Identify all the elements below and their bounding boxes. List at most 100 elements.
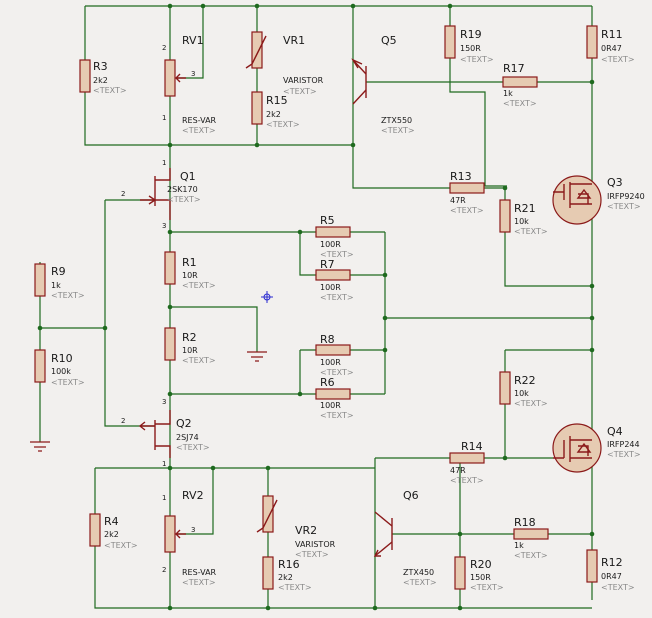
resistor-r4[interactable]	[89, 513, 101, 547]
svg-text:ZTX550: ZTX550	[381, 116, 412, 125]
svg-text:<TEXT>: <TEXT>	[460, 55, 494, 64]
resistor-r16[interactable]	[262, 556, 274, 590]
svg-text:RV1: RV1	[182, 34, 204, 47]
resistor-r21[interactable]	[499, 199, 511, 233]
label-r11: R11 0R47 <TEXT>	[601, 28, 635, 64]
svg-text:IRFP244: IRFP244	[607, 440, 640, 449]
svg-text:R21: R21	[514, 202, 536, 215]
resistor-r12[interactable]	[586, 549, 598, 583]
label-r9: R9 1k <TEXT>	[51, 265, 85, 300]
svg-text:10R: 10R	[182, 346, 198, 355]
resistor-r17[interactable]	[502, 76, 538, 88]
svg-text:VARISTOR: VARISTOR	[295, 540, 336, 549]
resistor-rv2[interactable]	[164, 515, 186, 553]
transistor-q2[interactable]	[138, 410, 171, 458]
svg-text:<TEXT>: <TEXT>	[514, 227, 548, 236]
svg-text:Q1: Q1	[180, 170, 196, 183]
label-r5: R5 100R <TEXT>	[320, 214, 354, 259]
resistor-r2[interactable]	[164, 327, 176, 361]
svg-text:<TEXT>: <TEXT>	[320, 293, 354, 302]
label-q3: Q3 IRFP9240 <TEXT>	[607, 176, 645, 211]
pin-rv2-bottom: 2	[162, 566, 166, 574]
svg-text:0R47: 0R47	[601, 44, 622, 53]
svg-text:R18: R18	[514, 516, 536, 529]
svg-text:0R47: 0R47	[601, 572, 622, 581]
svg-text:R20: R20	[470, 558, 492, 571]
label-r19: R19 150R <TEXT>	[460, 28, 494, 64]
svg-text:100R: 100R	[320, 283, 341, 292]
label-rv2: RV2 RES-VAR <TEXT>	[182, 489, 217, 587]
label-r6: R6 100R <TEXT>	[320, 376, 354, 420]
resistor-r19[interactable]	[444, 25, 456, 59]
pin-rv1-bottom: 1	[162, 114, 166, 122]
transistor-q4[interactable]	[552, 423, 602, 473]
svg-text:R1: R1	[182, 256, 197, 269]
resistor-r20[interactable]	[454, 556, 466, 590]
pin-rv1-top: 2	[162, 44, 166, 52]
svg-text:R7: R7	[320, 258, 335, 271]
svg-text:R22: R22	[514, 374, 536, 387]
pin-q1-gate: 2	[121, 190, 125, 198]
svg-text:R2: R2	[182, 331, 197, 344]
label-q5: Q5 ZTX550 <TEXT>	[381, 34, 415, 135]
probe-marker[interactable]	[261, 291, 273, 303]
svg-text:<TEXT>: <TEXT>	[278, 583, 312, 592]
label-r17: R17 1k <TEXT>	[503, 62, 537, 108]
svg-text:R9: R9	[51, 265, 66, 278]
resistor-r6[interactable]	[315, 388, 351, 400]
pin-numbers: 2 3 1 2 3 1 2 3 1 1 3 2	[121, 44, 195, 574]
svg-text:<TEXT>: <TEXT>	[266, 120, 300, 129]
label-r3: R3 2k2 <TEXT>	[93, 60, 127, 95]
resistor-r10[interactable]	[34, 349, 46, 383]
pin-q1-drain: 1	[162, 159, 166, 167]
svg-text:<TEXT>: <TEXT>	[104, 541, 138, 550]
svg-text:VR1: VR1	[283, 34, 305, 47]
svg-text:<TEXT>: <TEXT>	[283, 87, 317, 96]
resistor-rv1[interactable]	[164, 59, 186, 97]
resistor-r22[interactable]	[499, 371, 511, 405]
svg-text:<TEXT>: <TEXT>	[450, 206, 484, 215]
svg-text:R16: R16	[278, 558, 300, 571]
svg-text:100R: 100R	[320, 358, 341, 367]
label-r2: R2 10R <TEXT>	[182, 331, 216, 365]
resistor-r9[interactable]	[34, 263, 46, 297]
svg-text:R4: R4	[104, 515, 119, 528]
label-q1: Q1 2SK170 <TEXT>	[167, 170, 201, 204]
svg-text:<TEXT>: <TEXT>	[514, 399, 548, 408]
svg-text:<TEXT>: <TEXT>	[295, 550, 329, 559]
transistor-q3[interactable]	[552, 175, 602, 225]
svg-text:<TEXT>: <TEXT>	[320, 368, 354, 377]
svg-text:<TEXT>: <TEXT>	[601, 55, 635, 64]
junction-dots	[37, 3, 595, 611]
svg-text:<TEXT>: <TEXT>	[607, 202, 641, 211]
svg-text:<TEXT>: <TEXT>	[607, 450, 641, 459]
svg-text:10k: 10k	[514, 389, 529, 398]
svg-text:100R: 100R	[320, 240, 341, 249]
resistor-r8[interactable]	[315, 344, 351, 356]
resistor-r5[interactable]	[315, 226, 351, 238]
svg-text:100R: 100R	[320, 401, 341, 410]
svg-text:2SK170: 2SK170	[167, 185, 198, 194]
resistor-r14[interactable]	[449, 452, 485, 464]
svg-text:R3: R3	[93, 60, 108, 73]
transistor-q1[interactable]	[140, 168, 171, 220]
svg-text:150R: 150R	[460, 44, 481, 53]
svg-text:<TEXT>: <TEXT>	[182, 578, 216, 587]
label-r22: R22 10k <TEXT>	[514, 374, 548, 408]
label-r12: R12 0R47 <TEXT>	[601, 556, 635, 592]
resistor-r7[interactable]	[315, 269, 351, 281]
resistor-r18[interactable]	[513, 528, 549, 540]
resistor-r15[interactable]	[251, 91, 263, 125]
transistor-q5[interactable]	[351, 58, 367, 105]
svg-text:<TEXT>: <TEXT>	[381, 126, 415, 135]
varistor-vr1[interactable]	[245, 31, 267, 69]
svg-text:<TEXT>: <TEXT>	[320, 250, 354, 259]
varistor-vr2[interactable]	[256, 495, 278, 533]
resistor-r13[interactable]	[449, 182, 485, 194]
resistor-r1[interactable]	[164, 251, 176, 285]
label-r7: R7 100R <TEXT>	[320, 258, 354, 302]
transistor-q6[interactable]	[373, 511, 393, 557]
resistor-r11[interactable]	[586, 25, 598, 59]
svg-text:<TEXT>: <TEXT>	[182, 356, 216, 365]
resistor-r3[interactable]	[79, 59, 91, 93]
